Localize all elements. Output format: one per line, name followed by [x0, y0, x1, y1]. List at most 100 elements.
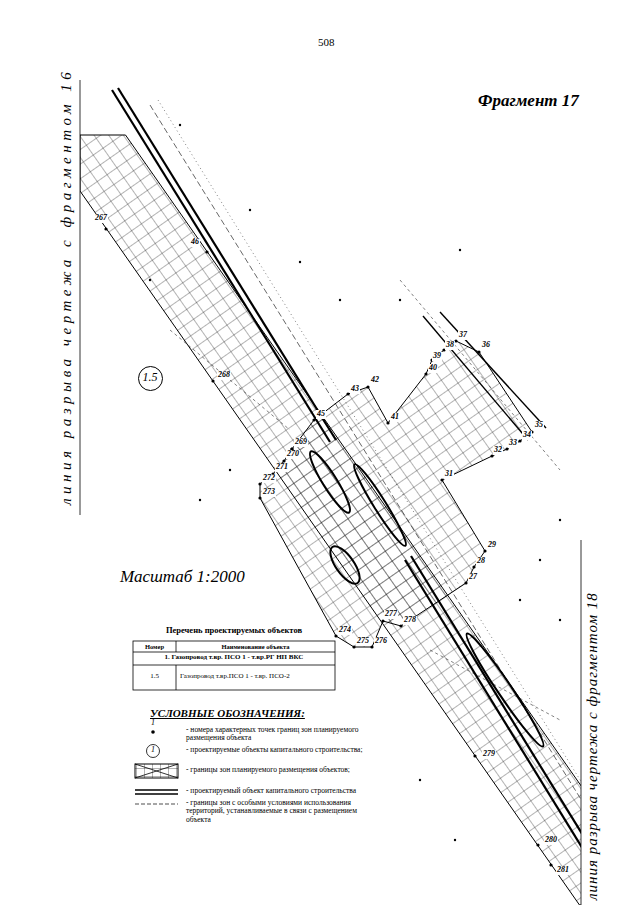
point-number: 46 [190, 238, 200, 247]
pipeline [405, 560, 581, 880]
map-graphic [176, 665, 177, 690]
point-number: 270 [286, 450, 300, 459]
point-number: 277 [384, 610, 398, 619]
legend-samples [135, 730, 178, 804]
legend-pipeline-sample [135, 793, 178, 795]
legend-sample-text: 1 [147, 746, 159, 755]
road-line [440, 312, 546, 428]
point-number: 43 [350, 385, 360, 394]
fragment-title: Фрагмент 17 [478, 92, 579, 111]
callout-circle: 1.5 [138, 366, 163, 391]
legend-text: - границы зон с особыми условиями исполь… [186, 799, 366, 824]
map-graphic [205, 250, 208, 253]
point-number: 27 [468, 573, 478, 582]
map-graphic [399, 299, 401, 301]
map-graphic [149, 279, 151, 281]
zone-crossing [260, 341, 532, 647]
point-number: 281 [556, 866, 570, 875]
table-title: Перечень проектируемых объектов [133, 626, 335, 635]
point-number: 278 [403, 616, 417, 625]
pipeline [112, 90, 330, 442]
break-line-note: линия разрыва чертежа с фрагментом 18 [584, 592, 601, 900]
point-number: 272 [262, 474, 276, 483]
map-graphic [176, 641, 177, 652]
point-number: 268 [217, 371, 231, 380]
point-number: 273 [262, 488, 276, 497]
map-graphic [559, 619, 561, 621]
table-header: Номер [133, 643, 176, 650]
map-graphic [419, 779, 421, 781]
pipeline-loop [305, 448, 355, 516]
legend-text: - границы зон планируемого размещения об… [186, 766, 366, 774]
map-graphic [536, 843, 539, 846]
legend-text: - проектируемые объекты капитального стр… [186, 746, 366, 754]
map-graphic [473, 754, 476, 757]
map-graphic [249, 209, 251, 211]
table-frame [133, 641, 335, 690]
boundary-points [104, 227, 552, 866]
map-content [80, 88, 581, 905]
map-graphic [519, 599, 521, 601]
point-number: 39 [432, 352, 442, 361]
point-number: 276 [374, 637, 388, 646]
map-graphic [179, 124, 181, 126]
map-graphic [549, 863, 552, 866]
legend-sample-text: 1 [147, 719, 159, 728]
point-number: 275 [356, 637, 370, 646]
map-graphic [133, 652, 335, 653]
point-number: 280 [544, 836, 558, 845]
zone-corridor [80, 135, 581, 905]
point-number: 31 [444, 470, 454, 479]
legend-heading: УСЛОВНЫЕ ОБОЗНАЧЕНИЯ: [150, 707, 305, 719]
point-number: 279 [482, 750, 496, 759]
map-graphic [299, 261, 301, 263]
point-number: 36 [481, 341, 491, 350]
point-number: 271 [275, 463, 289, 472]
table-header: Наименование объекта [176, 643, 335, 650]
point-number: 29 [487, 541, 497, 550]
scale-note: Масштаб 1:2000 [120, 568, 245, 587]
map-graphic [211, 379, 214, 382]
break-line-note: линия разрыва чертежа с фрагментом 16 [58, 68, 75, 505]
pipeline-loop [349, 461, 410, 549]
point-number: 28 [476, 557, 486, 566]
point-number: 35 [534, 421, 544, 430]
table-section: 1. Газопровод т.вр. ПСО 1 - т.вр.РГ НП В… [133, 654, 335, 662]
pipeline [411, 556, 581, 876]
pipeline-loop [325, 542, 365, 588]
map-graphic [133, 665, 335, 666]
point-number: 42 [370, 376, 380, 385]
map-graphic [339, 299, 341, 301]
table-cell: Газопровод т.вр.ПСО 1 - т.вр. ПСО-2 [180, 673, 290, 681]
legend-zone-sample [135, 764, 178, 778]
point-number: 33 [508, 439, 518, 448]
point-number: 37 [458, 331, 468, 340]
point-number: 267 [94, 214, 108, 223]
map-graphic [199, 499, 201, 501]
map-graphic [539, 559, 541, 561]
point-number: 40 [428, 364, 438, 373]
page-number: 508 [318, 36, 335, 48]
point-number: 41 [390, 413, 400, 422]
legend-text: - проектируемый объект капитального стро… [186, 787, 366, 795]
legend-pipeline-sample [135, 789, 178, 791]
pipeline-loop [461, 630, 549, 751]
legend-boundary-sample [135, 804, 178, 805]
map-graphic [559, 519, 561, 521]
point-number: 34 [522, 431, 532, 440]
survey-dots [149, 124, 561, 841]
map-graphic [454, 839, 456, 841]
point-number: 45 [316, 410, 326, 419]
legend-circle-sample [147, 745, 160, 758]
point-number: 269 [294, 438, 308, 447]
map-graphic [459, 249, 461, 251]
road-line [423, 316, 528, 440]
callout-number: 1.5 [143, 371, 158, 384]
legend-text: - номера характерных точек границ зон пл… [186, 726, 366, 743]
map-graphic [229, 469, 231, 471]
map-graphic [104, 227, 107, 230]
map-graphic [133, 641, 335, 690]
table-cell: 1.5 [133, 673, 176, 681]
pipeline [118, 88, 336, 440]
